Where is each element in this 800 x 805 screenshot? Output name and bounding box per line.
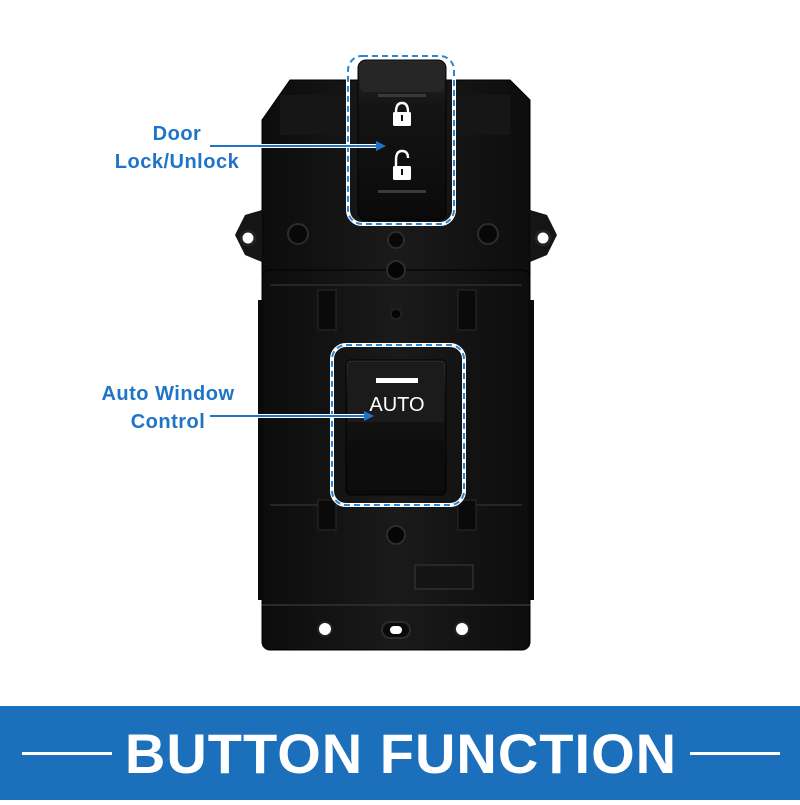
- door-lock-button[interactable]: [357, 59, 447, 221]
- door-lock-callout: Door Lock/Unlock: [92, 120, 262, 176]
- window-callout-line1: Auto Window: [101, 383, 235, 405]
- door-callout-line2: Lock/Unlock: [114, 151, 240, 173]
- title-banner: BUTTON FUNCTION: [0, 706, 800, 800]
- banner-rule-right: [690, 752, 780, 755]
- auto-label: AUTO: [369, 394, 424, 416]
- window-highlight: [331, 344, 465, 506]
- door-callout-line1: Door: [152, 123, 202, 145]
- banner-rule-left: [22, 752, 112, 755]
- door-highlight: [347, 55, 455, 225]
- door-pointer-arrow: [210, 141, 386, 151]
- window-control-callout: Auto Window Control: [78, 380, 258, 436]
- lock-open-icon: [393, 149, 411, 180]
- banner-title: BUTTON FUNCTION: [124, 722, 678, 785]
- window-callout-line2: Control: [130, 411, 206, 433]
- auto-window-button[interactable]: AUTO: [345, 359, 447, 496]
- lock-closed-icon: [393, 101, 411, 126]
- window-pointer-arrow: [210, 411, 374, 421]
